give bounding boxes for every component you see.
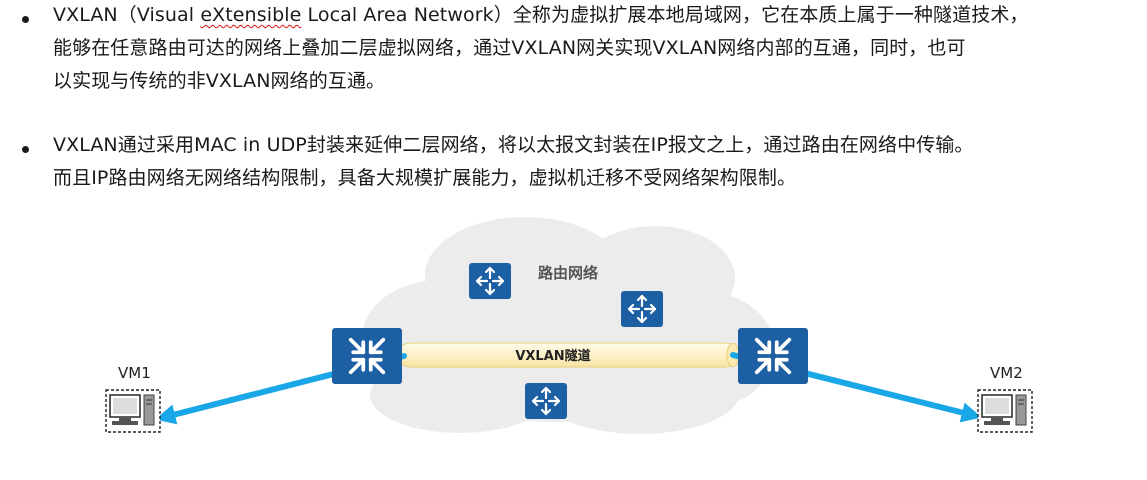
bullet-text-line: 而且IP路由网络无网络结构限制，具备大规模扩展能力，虚拟机迁移不受网络架构限制。 [53, 167, 797, 189]
bullet-dot [22, 16, 29, 23]
router-icon [525, 383, 567, 419]
bullet-dot [22, 146, 29, 153]
bullet-text-line: VXLAN通过采用MAC in UDP封装来延伸二层网络，将以太报文封装在IP报… [53, 134, 974, 156]
routing-network-label: 路由网络 [538, 264, 598, 282]
vxlan-gateway-left-icon [332, 328, 402, 384]
vxlan-gateway-right-icon [738, 328, 808, 384]
bullet-text-line: 以实现与传统的非VXLAN网络的互通。 [53, 70, 386, 92]
router-icon [621, 291, 663, 327]
routing-network-cloud [362, 217, 775, 434]
text-span: VXLAN（Visual [53, 4, 201, 26]
text-span: Local Area Network）全称为虚拟扩展本地局域网，它在本质上属于一… [301, 4, 1029, 26]
router-icon [469, 263, 511, 299]
vm1-label: VM1 [118, 364, 151, 382]
bullet-text-line: VXLAN（Visual eXtensible Local Area Netwo… [53, 0, 1138, 32]
vm1-computer-icon [105, 389, 161, 433]
bullet-text-line: 能够在任意路由可达的网络上叠加二层虚拟网络，通过VXLAN网关实现VXLAN网络… [53, 37, 966, 59]
vm2-computer-icon [977, 389, 1033, 433]
vxlan-tunnel-label: VXLAN隧道 [515, 348, 590, 364]
spellcheck-underlined-word: eXtensible [200, 4, 302, 26]
vm2-label: VM2 [990, 364, 1023, 382]
